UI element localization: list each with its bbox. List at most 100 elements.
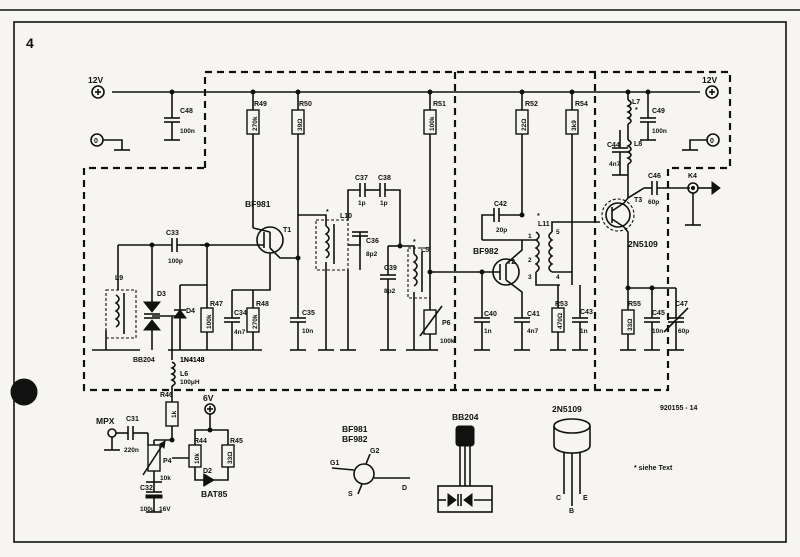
l9-shield (105, 289, 137, 339)
l7-star: * (635, 107, 638, 114)
c33-label: C33 (166, 230, 179, 237)
c40-value: 1n (484, 328, 492, 335)
c45-label: C45 (652, 310, 665, 317)
c45-value: 10n (652, 328, 663, 335)
r55-label: R55 (628, 301, 641, 308)
c41-label: C41 (527, 311, 540, 318)
r47-value: 100k (206, 314, 213, 329)
l5-star: * (413, 239, 416, 246)
c47-value: 60p (678, 328, 689, 335)
c38-label: C38 (378, 175, 391, 182)
supply-label-right: 12V (702, 75, 717, 85)
c32-value: 100μ (140, 506, 155, 513)
c48-value: 100n (180, 128, 195, 135)
t1-label: T1 (283, 227, 291, 234)
r46-label: R46 (160, 392, 173, 399)
supply-terminal-right (705, 85, 719, 99)
c39-label: C39 (384, 265, 397, 272)
r49-label: R49 (254, 101, 267, 108)
r52-value: 22Ω (521, 119, 528, 131)
l10-label: L10 (340, 213, 352, 220)
r49-value: 270k (252, 116, 259, 131)
r48-label: R48 (256, 301, 269, 308)
p4-value: 10k (160, 475, 171, 482)
d4-label: D4 (186, 308, 195, 315)
bf981-package: BF981 BF982 G1 G2 S D (330, 424, 410, 498)
c49-label: C49 (652, 108, 665, 115)
l10-coil (324, 225, 330, 259)
p6-value: 100k (440, 338, 455, 345)
l9-coil (114, 294, 120, 328)
mpx-input-terminal (107, 428, 117, 438)
r53-label: R53 (555, 301, 568, 308)
l11-pin4: 4 (556, 274, 560, 281)
page-frame (13, 21, 787, 543)
r45-value: 33Ω (227, 452, 234, 464)
l11-pin2: 2 (528, 257, 532, 264)
pkg-bb204-label: BB204 (452, 412, 479, 422)
r44-label: R44 (194, 438, 207, 445)
c37-label: C37 (355, 175, 368, 182)
footnote: * siehe Text (634, 465, 673, 472)
l6-value: 100μH (180, 379, 200, 386)
t3-transistor (605, 202, 631, 228)
c44-value: 4n7 (609, 161, 621, 168)
c36-label: C36 (366, 238, 379, 245)
l9-label: L9 (115, 275, 123, 282)
c31-label: C31 (126, 416, 139, 423)
c40-label: C40 (484, 311, 497, 318)
t3-can (601, 198, 635, 232)
c48-label: C48 (180, 108, 193, 115)
mpx-label: MPX (96, 416, 115, 426)
pkg-pin-s: S (348, 491, 353, 498)
r45-label: R45 (230, 438, 243, 445)
junction-dots (149, 89, 655, 443)
c46-value: 60p (648, 199, 659, 206)
t2-label: T2 (507, 259, 515, 266)
d4-type: 1N4148 (180, 357, 205, 364)
l10-shield (315, 219, 349, 271)
d2-label: D2 (203, 468, 212, 475)
r51-label: R51 (433, 101, 446, 108)
pkg-pin-d: D (402, 485, 407, 492)
c47-label: C47 (675, 301, 688, 308)
binder-hole (10, 378, 38, 406)
c32-label: C32 (140, 485, 153, 492)
c39-value: 8p2 (384, 288, 396, 295)
l6-type: 1N4148 (180, 357, 205, 364)
p4-label: P4 (163, 458, 172, 465)
c43-label: C43 (580, 309, 593, 316)
r55-value: 33Ω (627, 319, 634, 331)
r48-value: 270k (252, 314, 259, 329)
c43-value: 1n (580, 328, 588, 335)
d2-type: BAT85 (201, 489, 228, 499)
c44-label: C44 (607, 142, 620, 149)
r54-value: 3k9 (571, 120, 578, 131)
c49-value: 100n (652, 128, 667, 135)
pkg-pin-e: E (583, 495, 588, 502)
t2-type: BF982 (473, 246, 499, 256)
shield-outline (82, 70, 732, 392)
d3-label: D3 (157, 291, 166, 298)
k4-label: K4 (688, 173, 697, 180)
c34-label: C34 (234, 310, 247, 317)
pkg-2n5109-label: 2N5109 (552, 404, 582, 414)
l11-secondary-coil (548, 231, 554, 273)
r47-label: R47 (210, 301, 223, 308)
bb204-package: BB204 (437, 412, 493, 513)
c35-label: C35 (302, 310, 315, 317)
p6-label: P6 (442, 320, 451, 327)
c33-value: 100p (168, 258, 183, 265)
r52-label: R52 (525, 101, 538, 108)
r50-value: 39Ω (297, 119, 304, 131)
pkg-pin-g2: G2 (370, 448, 379, 455)
ground-label-left: 0 (94, 138, 98, 145)
r53-value: 470Ω (557, 313, 564, 329)
l11-star: * (537, 213, 540, 220)
l11-pin3: 3 (528, 274, 532, 281)
pkg-pin-g1: G1 (330, 460, 339, 467)
supply-label-left: 12V (88, 75, 103, 85)
t3-type: 2N5109 (628, 239, 658, 249)
